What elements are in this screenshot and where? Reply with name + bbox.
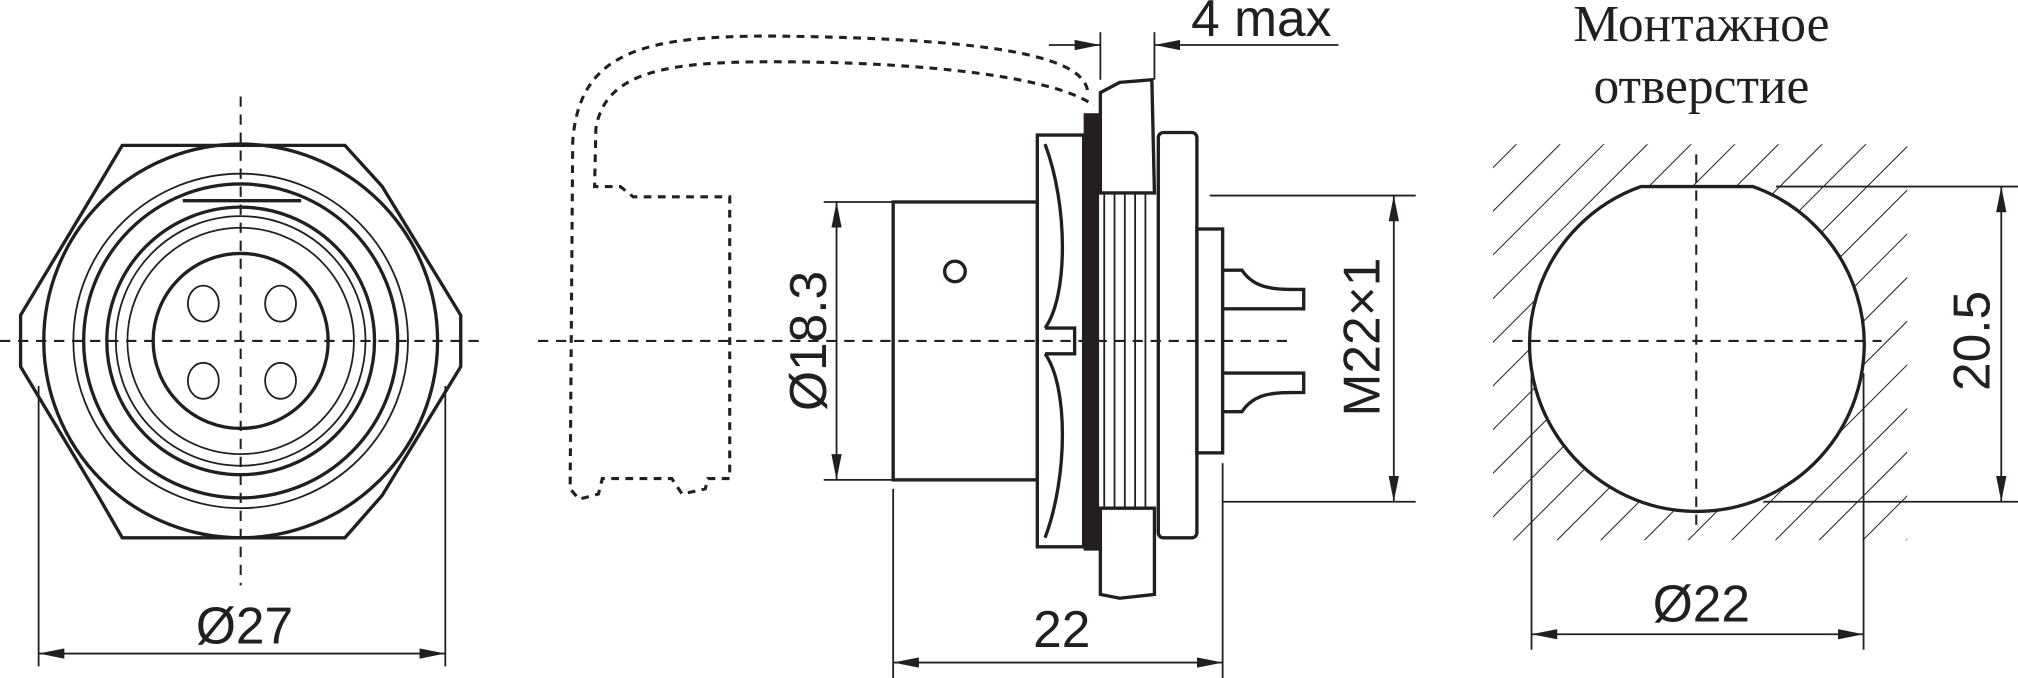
locking-hole <box>942 259 967 284</box>
pin-4 <box>264 361 297 400</box>
hole-diameter-label: Ø22 <box>1653 574 1750 632</box>
mounting-hole-title-line1: Монтажное <box>1573 0 1829 53</box>
body-diameter-label: Ø18.3 <box>779 271 837 411</box>
side-view: Ø18.3 M22×1 22 4 max <box>537 0 1416 678</box>
thread-label: M22×1 <box>1333 258 1391 417</box>
pin-1 <box>186 284 220 323</box>
pin-2 <box>264 284 297 323</box>
pin-3 <box>186 361 220 400</box>
contact-pins <box>186 284 297 400</box>
length-label: 22 <box>1033 600 1090 658</box>
diameter-27-label: Ø27 <box>196 596 293 654</box>
flat-width-label: 20.5 <box>1943 291 2001 391</box>
d-hole-outline <box>1527 184 1866 513</box>
mounting-hole-view: Монтажное отверстие 20.5 Ø22 <box>1492 0 2018 650</box>
front-view: Ø27 <box>0 96 483 667</box>
panel-thickness-label: 4 max <box>1191 0 1331 47</box>
dust-cap-lanyard <box>568 34 1095 501</box>
mounting-panel <box>1098 77 1157 600</box>
mounting-hole-title-line2: отверстие <box>1593 58 1809 115</box>
